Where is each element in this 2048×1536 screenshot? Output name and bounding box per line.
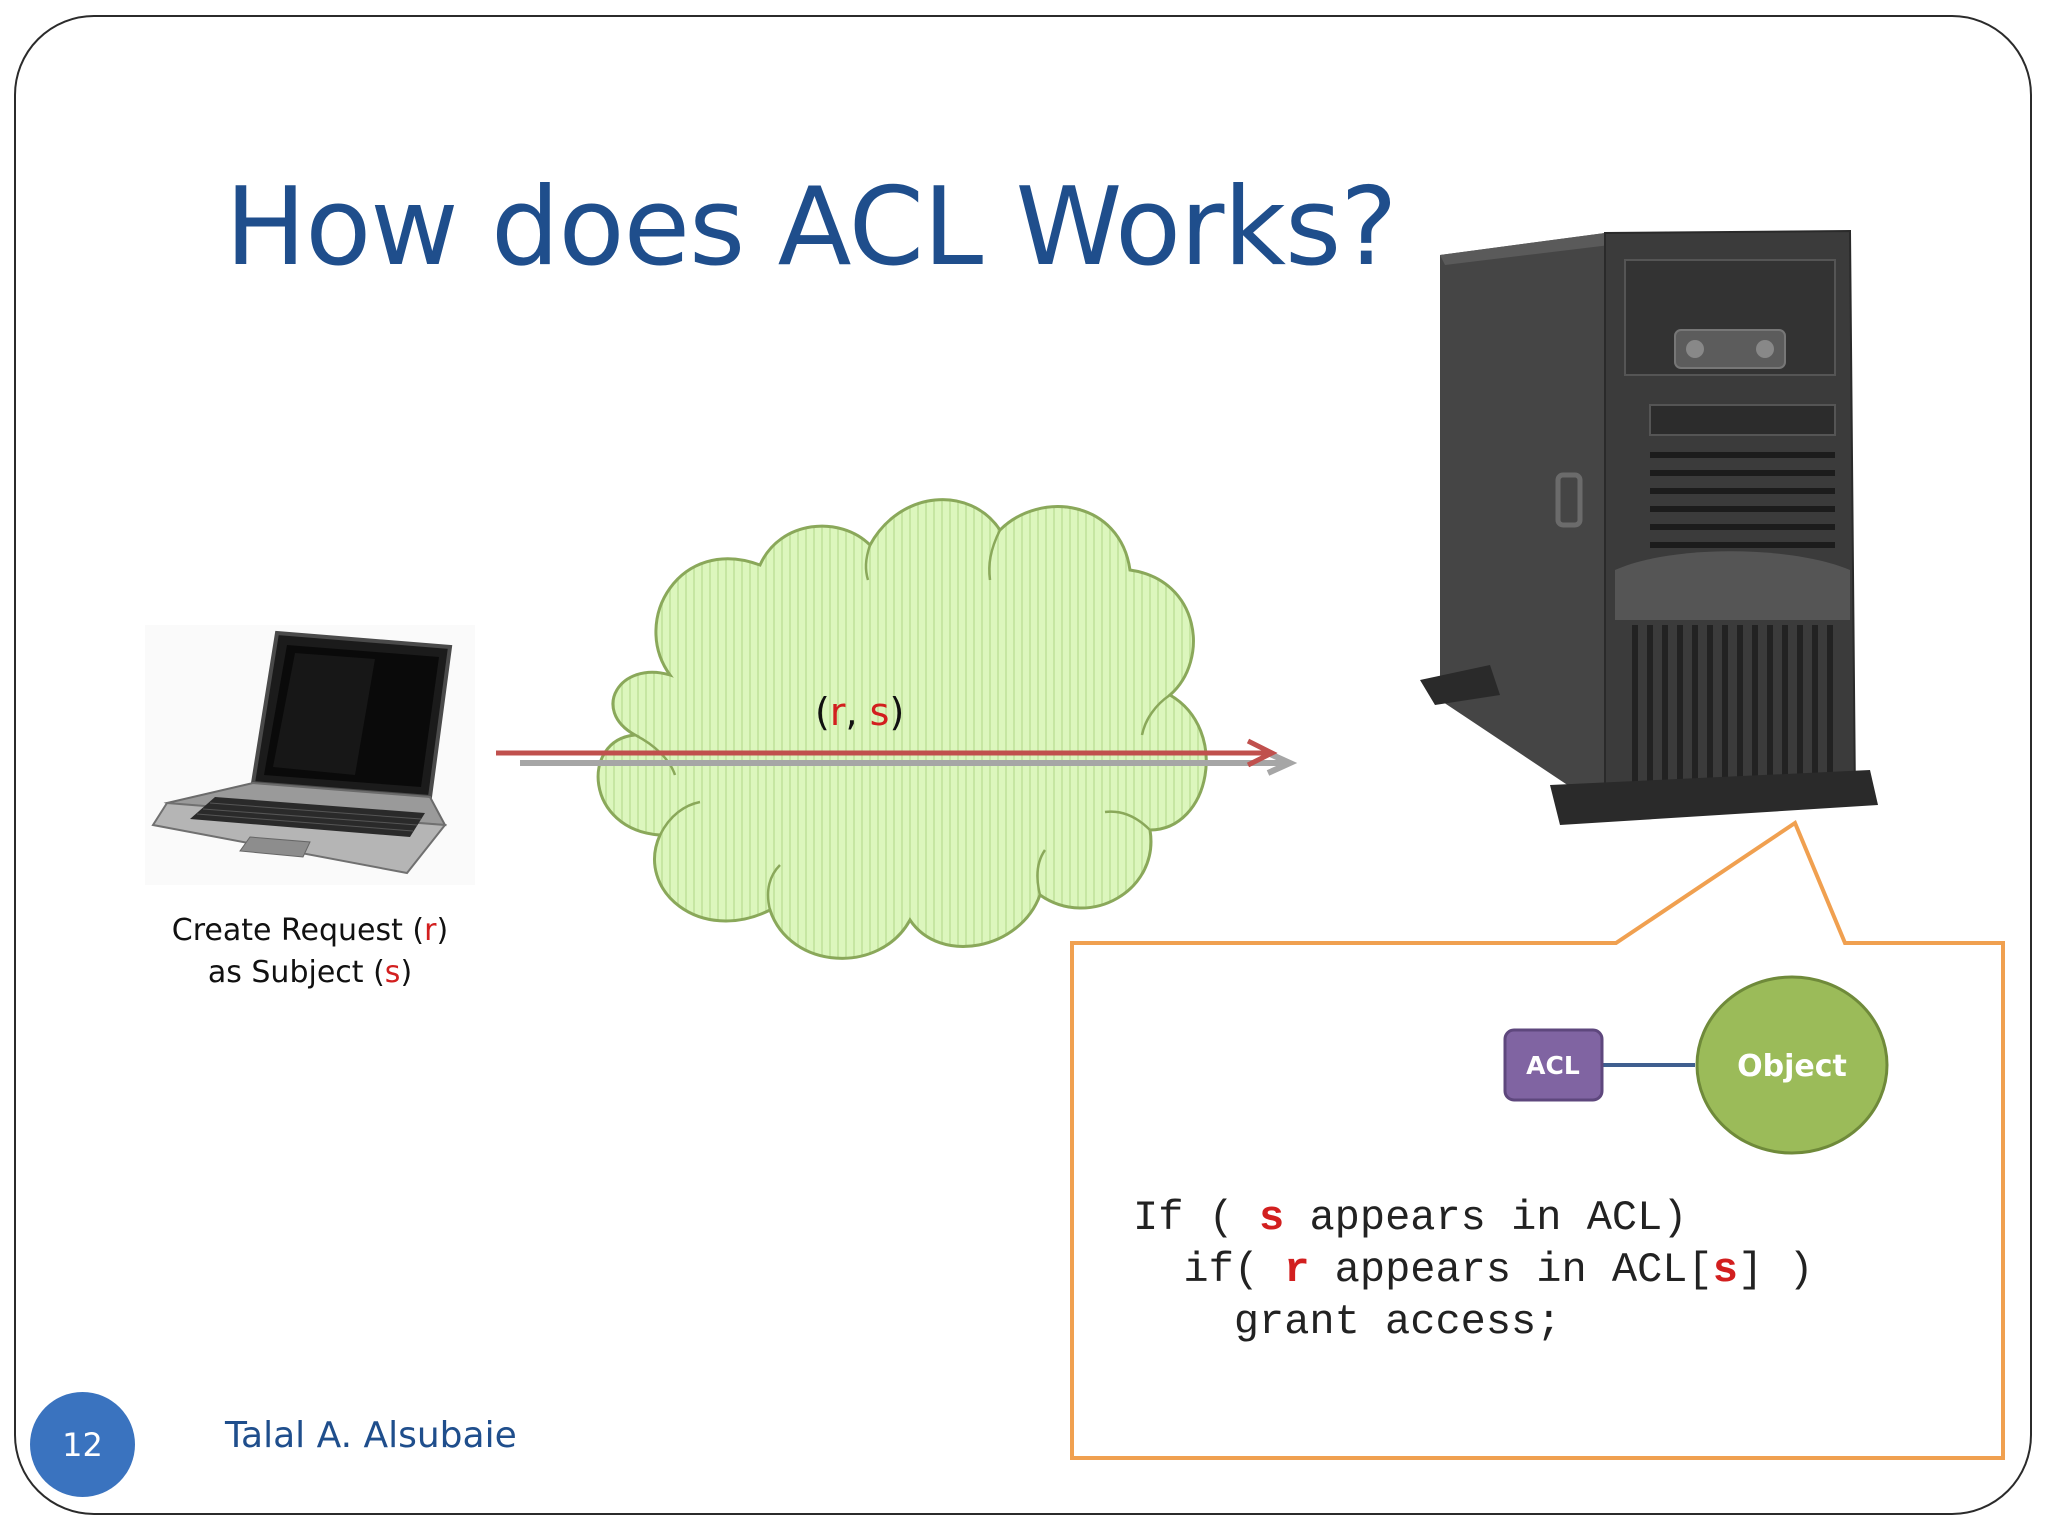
code-text: ] ): [1737, 1246, 1814, 1294]
request-variable: r: [1284, 1246, 1310, 1294]
subject-variable: s: [1712, 1246, 1738, 1294]
server-tower-icon: [1420, 229, 1878, 825]
request-message-label: (r, s): [815, 690, 904, 734]
code-line-1: If ( s appears in ACL): [1133, 1192, 1814, 1244]
code-text: If (: [1133, 1194, 1260, 1242]
acl-box: [1503, 1028, 1604, 1102]
callout-box: ACL Object: [1070, 819, 2005, 1460]
code-text: if(: [1133, 1246, 1285, 1294]
request-arrow: [496, 738, 1298, 776]
cloud-shape: [596, 498, 1208, 960]
separator: ,: [845, 690, 870, 734]
paren: (: [815, 690, 830, 734]
subject-variable: s: [384, 955, 401, 990]
code-line-2: if( r appears in ACL[s] ): [1133, 1244, 1814, 1296]
caption-text: ): [400, 955, 413, 990]
object-label: Object: [1737, 1049, 1847, 1084]
callout-outline: [1070, 819, 2005, 1460]
subject-variable: s: [1259, 1194, 1285, 1242]
slide-frame: [14, 15, 2032, 1515]
caption-line-2: as Subject (s): [130, 952, 490, 994]
caption-text: Create Request (: [171, 913, 425, 948]
code-line-3: grant access;: [1133, 1298, 1562, 1346]
request-caption: Create Request (r) as Subject (s): [130, 910, 490, 994]
acl-label: ACL: [1526, 1051, 1580, 1080]
laptop-icon: [145, 625, 475, 885]
object-node: [1695, 975, 1889, 1155]
caption-line-1: Create Request (r): [130, 910, 490, 952]
caption-text: ): [436, 913, 449, 948]
caption-text: as Subject (: [207, 955, 385, 990]
paren: ): [889, 690, 905, 734]
slide-title: How does ACL Works?: [225, 165, 1398, 290]
code-text: appears in ACL[: [1309, 1246, 1713, 1294]
request-variable: r: [424, 913, 437, 948]
subject-variable: s: [869, 690, 890, 734]
acl-check-code: If ( s appears in ACL) if( r appears in …: [1133, 1192, 1814, 1348]
request-variable: r: [829, 690, 846, 734]
network-cloud: [596, 498, 1208, 960]
page-number-badge: 12: [30, 1392, 135, 1497]
code-text: appears in ACL): [1284, 1194, 1688, 1242]
author-name: Talal A. Alsubaie: [225, 1415, 517, 1456]
